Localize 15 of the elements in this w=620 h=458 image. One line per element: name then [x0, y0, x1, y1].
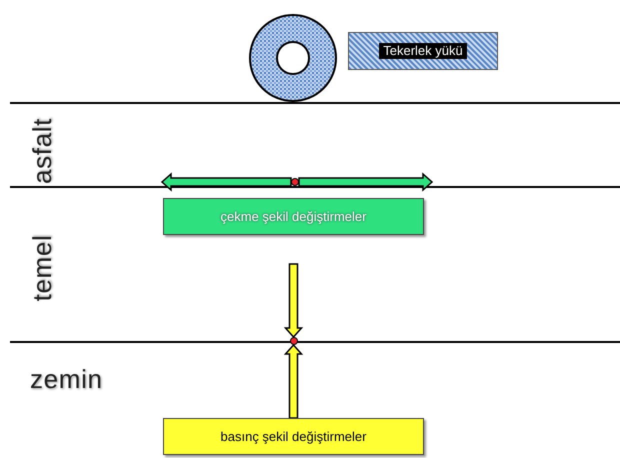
label-box — [163, 418, 424, 455]
block-arrow — [298, 172, 434, 192]
block-arrow — [160, 172, 292, 192]
block-arrow — [284, 263, 304, 338]
layer-label: asfalt — [29, 116, 55, 186]
box-text: çekme şekil değiştirmeler — [220, 208, 366, 226]
block-arrow — [284, 344, 304, 419]
layer-label: zemin — [30, 366, 103, 392]
point-marker — [290, 337, 298, 345]
label-box — [348, 32, 498, 70]
box-text: Tekerlek yükü — [379, 42, 467, 60]
point-marker — [291, 178, 299, 186]
layer-label: temel — [29, 234, 55, 304]
box-text: basınç şekil değiştirmeler — [220, 428, 366, 446]
label-box — [163, 198, 424, 235]
